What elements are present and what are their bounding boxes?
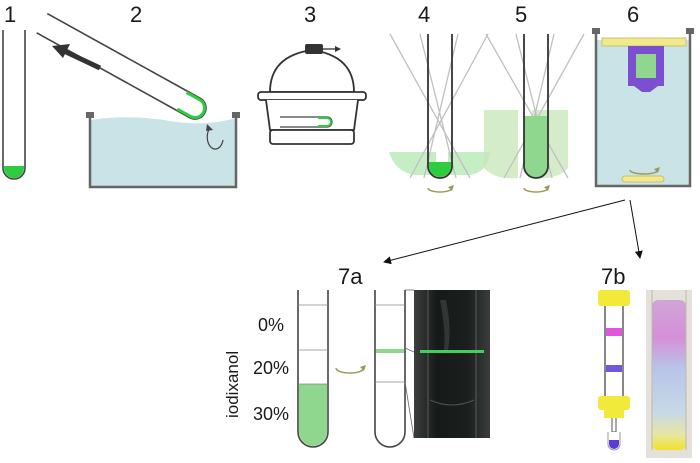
step7a-tube-photo	[414, 290, 490, 438]
gradient-level-0: 0%	[258, 315, 284, 335]
gradient-level-20: 20%	[253, 358, 289, 378]
step7b-tube-photo	[646, 290, 692, 458]
gradient-level-30: 30%	[253, 404, 289, 424]
step6-dialysis-beaker	[592, 28, 694, 188]
step-number-1: 1	[4, 2, 16, 27]
step2-water-bath	[36, 12, 240, 189]
swirl-arrow	[427, 187, 453, 193]
step1-tube	[2, 30, 26, 180]
pull-direction-arrow	[62, 48, 102, 71]
gradient-axis-label: iodixanol	[223, 351, 242, 418]
step-number-3: 3	[304, 2, 316, 27]
step7a-gradient-tube-after	[374, 289, 415, 448]
step-number-2: 2	[130, 2, 142, 27]
flow-arrow-to-7b	[629, 199, 643, 259]
rotation-arrow	[206, 127, 224, 150]
step-number-6: 6	[627, 2, 639, 27]
green-band	[376, 349, 404, 353]
step-number-4: 4	[418, 2, 430, 27]
step-number-5: 5	[515, 2, 527, 27]
step3-desiccator	[257, 44, 367, 145]
step7a-gradient-tube-before	[297, 290, 329, 448]
step5-vortex-tube	[484, 33, 585, 193]
step-number-7a: 7a	[338, 264, 363, 289]
step7b-fractionation-tube	[598, 290, 630, 451]
swirl-arrow	[523, 187, 549, 193]
step4-vortex-tube	[389, 33, 490, 193]
centrifuge-arrow	[335, 367, 365, 374]
flow-arrow-to-7a	[383, 199, 626, 265]
step-number-7b: 7b	[601, 264, 625, 289]
